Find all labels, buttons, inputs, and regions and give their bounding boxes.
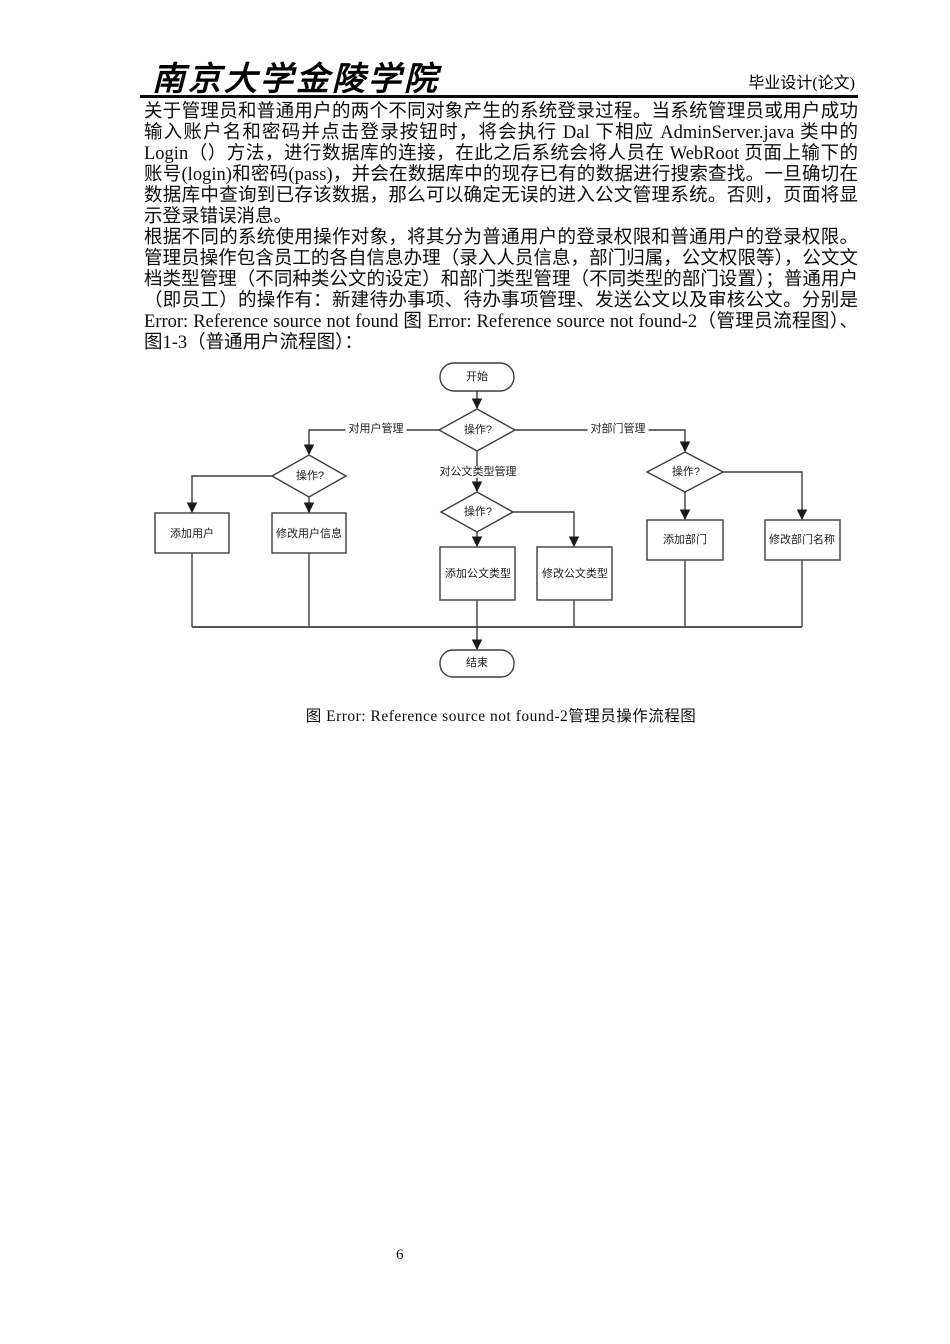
- document-type-label: 毕业设计(论文): [748, 75, 855, 92]
- header-rule: [140, 95, 858, 98]
- add-doc-type-box-label: 添加公文类型: [445, 568, 511, 580]
- add-dept-box-label: 添加部门: [663, 534, 707, 546]
- decision-dept-label: 操作?: [671, 466, 701, 478]
- modify-dept-box-label: 修改部门名称: [769, 534, 835, 546]
- decision-user-label: 操作?: [295, 470, 325, 482]
- modify-user-box-label: 修改用户信息: [276, 528, 342, 540]
- edge-doc-to-modify-doc: [513, 511, 580, 548]
- edge-label-dept-mgmt: 对部门管理: [587, 423, 649, 435]
- body-text: 关于管理员和普通用户的两个不同对象产生的系统登录过程。当系统管理员或用户成功输入…: [144, 102, 858, 354]
- institution-title: 南京大学金陵学院: [152, 62, 440, 98]
- add-user-box-label: 添加用户: [170, 528, 214, 540]
- figure-caption: 图 Error: Reference source not found-2管理员…: [305, 708, 697, 725]
- edge-user-to-add-user: [186, 475, 272, 514]
- end-node-label: 结束: [466, 657, 488, 669]
- decision-main-label: 操作?: [463, 424, 493, 436]
- edge-dept-to-modify-dept: [723, 471, 808, 521]
- page-number: 6: [396, 1247, 404, 1263]
- paragraph-login-process: 关于管理员和普通用户的两个不同对象产生的系统登录过程。当系统管理员或用户成功输入…: [144, 102, 858, 227]
- paragraph-permissions: 根据不同的系统使用操作对象，将其分为普通用户的登录权限和普通用户的登录权限。管理…: [144, 228, 858, 353]
- edge-main-to-dept: [515, 429, 691, 453]
- edge-label-doc-type-mgmt: 对公文类型管理: [436, 466, 520, 478]
- modify-doc-type-box-label: 修改公文类型: [542, 568, 608, 580]
- start-node-label: 开始: [466, 371, 488, 383]
- flowchart-canvas: [154, 362, 841, 678]
- decision-doc-label: 操作?: [463, 506, 493, 518]
- edge-label-user-mgmt: 对用户管理: [345, 423, 407, 435]
